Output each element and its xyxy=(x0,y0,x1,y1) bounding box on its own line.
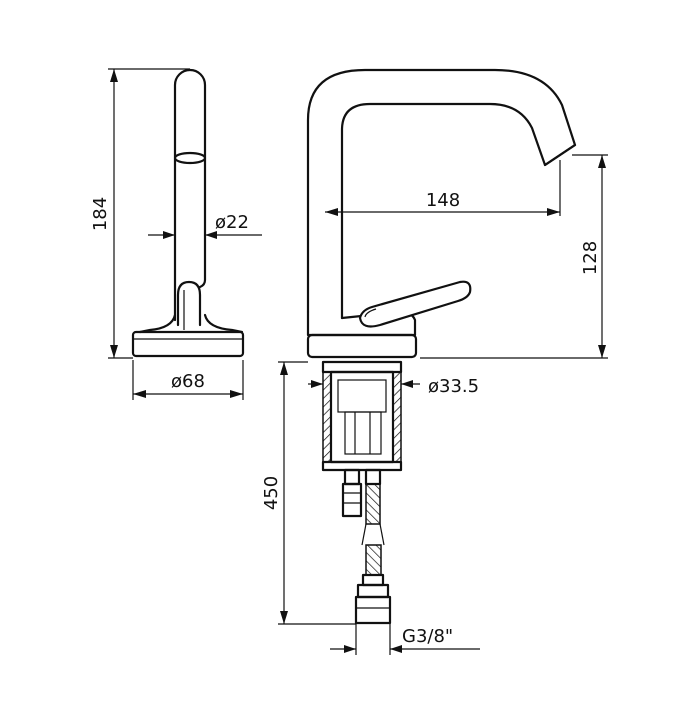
side-view: 184 ø22 ø68 xyxy=(90,68,262,400)
side-lever xyxy=(176,280,202,327)
dim-hose-thread: G3/8" xyxy=(402,626,453,647)
front-spout xyxy=(306,68,577,320)
shank-assembly xyxy=(321,360,403,625)
side-pillar xyxy=(173,68,207,322)
dim-shank-diameter: ø33.5 xyxy=(428,376,479,397)
dim-spout-height: 128 xyxy=(580,241,601,275)
dim-spout-reach: 148 xyxy=(426,190,460,211)
dim-base-diameter: ø68 xyxy=(171,371,205,392)
front-lever xyxy=(358,280,472,328)
side-neck xyxy=(138,313,244,334)
front-view: 148 128 xyxy=(261,68,608,655)
dim-spout-diameter: ø22 xyxy=(215,212,249,233)
dim-hose-length: 450 xyxy=(261,476,282,510)
front-base xyxy=(306,333,418,359)
side-outlet-ring xyxy=(173,151,207,165)
dim-height-184: 184 xyxy=(90,197,111,231)
side-base-plate xyxy=(131,330,245,358)
